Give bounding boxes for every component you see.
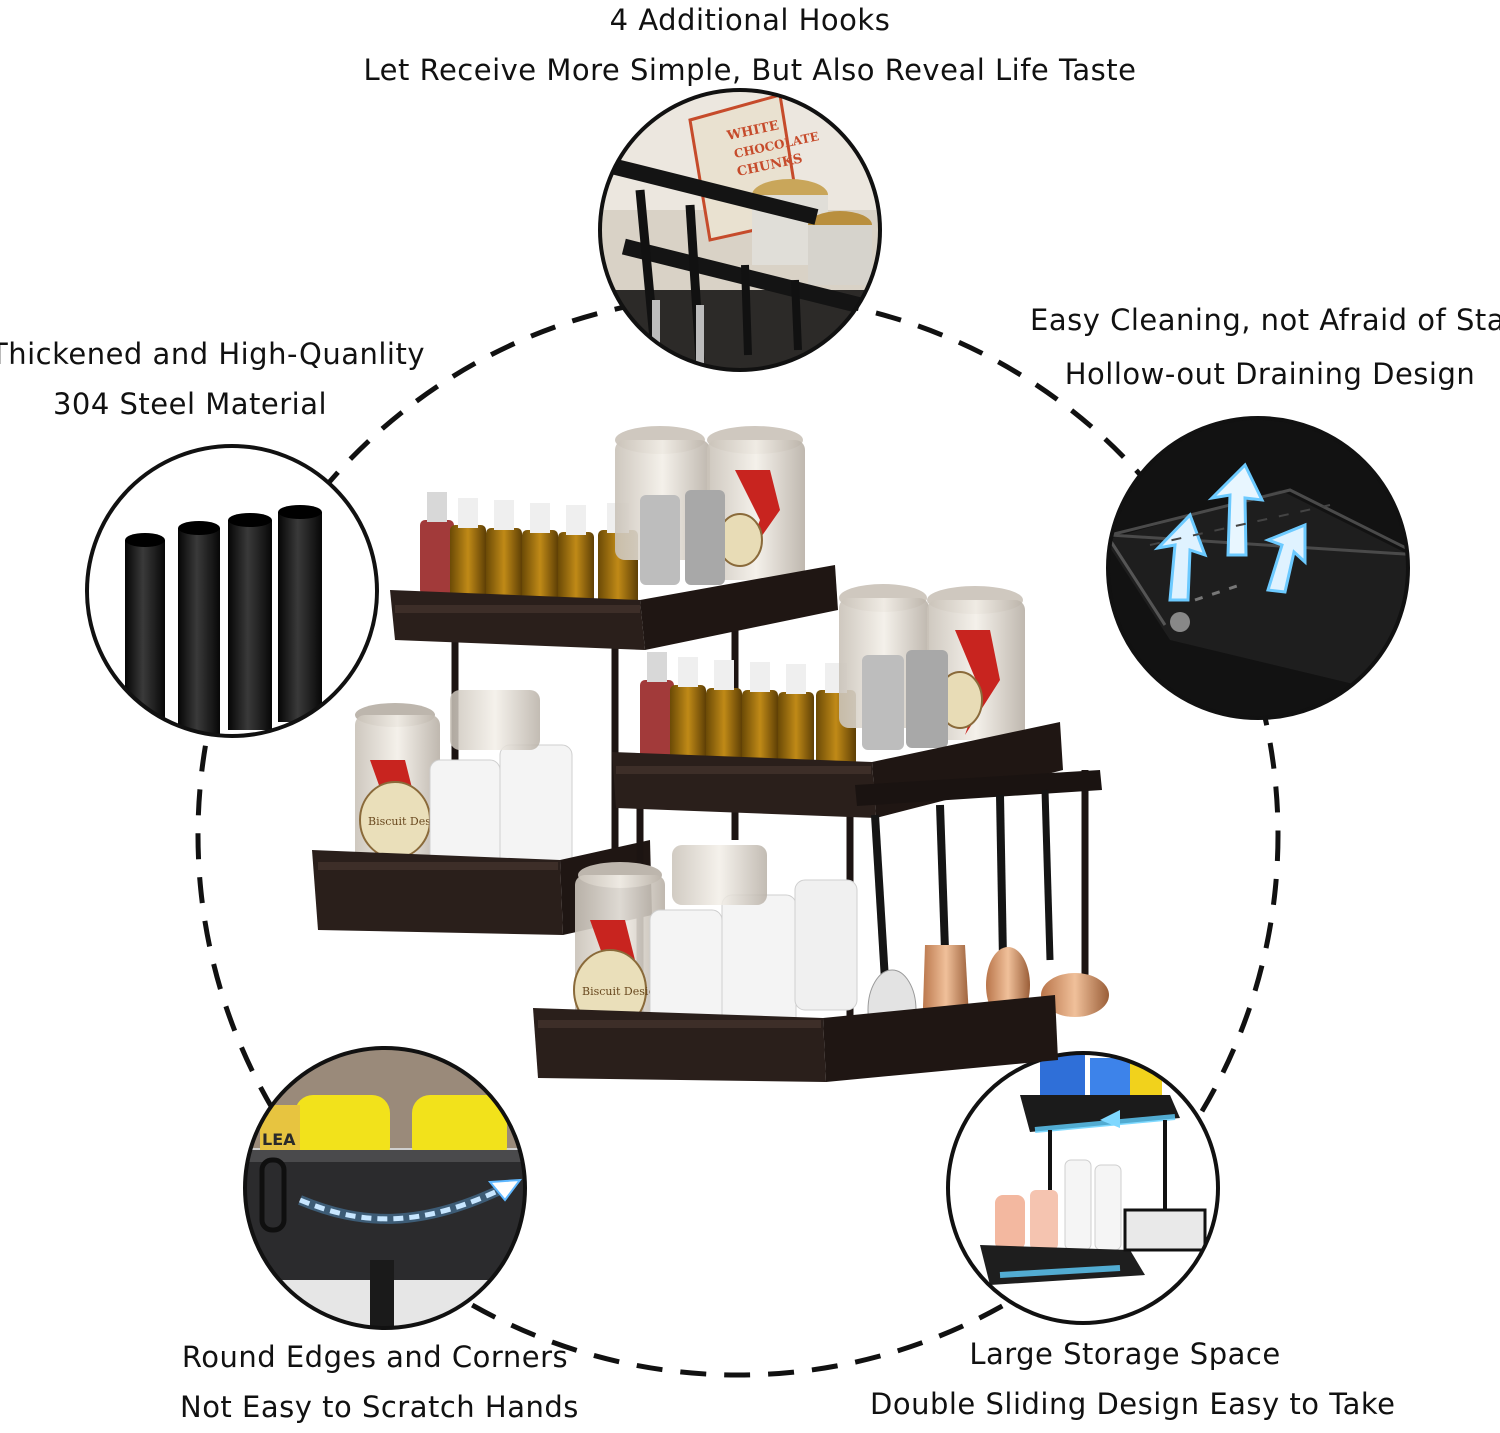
hooks-closeup-icon: WHITE CHOCOLATE CHUNKS	[598, 88, 882, 372]
caption-storage: Large Storage Space Double Sliding Desig…	[870, 1330, 1396, 1430]
caption-material-line1: Thickened and High-Quanlity	[0, 337, 426, 371]
jar-label-rear: Biscuit Design	[368, 815, 449, 828]
caption-edges-line2: Not Easy to Scratch Hands	[180, 1389, 579, 1424]
caption-hooks: 4 Additional Hooks Let Receive More Simp…	[330, 0, 1170, 96]
sliding-drawer-icon	[946, 1051, 1220, 1325]
dashed-ring	[195, 292, 1281, 1378]
caption-edges-line1: Round Edges and Corners	[181, 1340, 569, 1374]
bottle-text: LEA	[262, 1130, 296, 1149]
caption-storage-line2: Double Sliding Design Easy to Take	[870, 1386, 1396, 1421]
caption-material-line2: 304 Steel Material	[52, 386, 328, 421]
drain-arrows-icon	[1106, 416, 1410, 720]
steel-tubes-icon	[85, 444, 379, 738]
caption-material: Thickened and High-Quanlity 304 Steel Ma…	[0, 330, 426, 430]
caption-cleaning-line1: Easy Cleaning, not Afraid of Stains	[1030, 303, 1500, 337]
organizer-front: Biscuit Design	[533, 584, 1109, 1082]
caption-storage-line1: Large Storage Space	[969, 1337, 1281, 1371]
caption-hooks-line2: Let Receive More Simple, But Also Reveal…	[363, 52, 1137, 87]
caption-hooks-line1: 4 Additional Hooks	[609, 3, 891, 37]
caption-cleaning: Easy Cleaning, not Afraid of Stains Holl…	[1030, 294, 1500, 401]
slide-arrow-icon: LEA	[243, 1046, 527, 1330]
jar-label-front: Biscuit Design	[582, 985, 663, 998]
caption-cleaning-line2: Hollow-out Draining Design	[1064, 356, 1476, 391]
caption-edges: Round Edges and Corners Not Easy to Scra…	[180, 1333, 579, 1433]
